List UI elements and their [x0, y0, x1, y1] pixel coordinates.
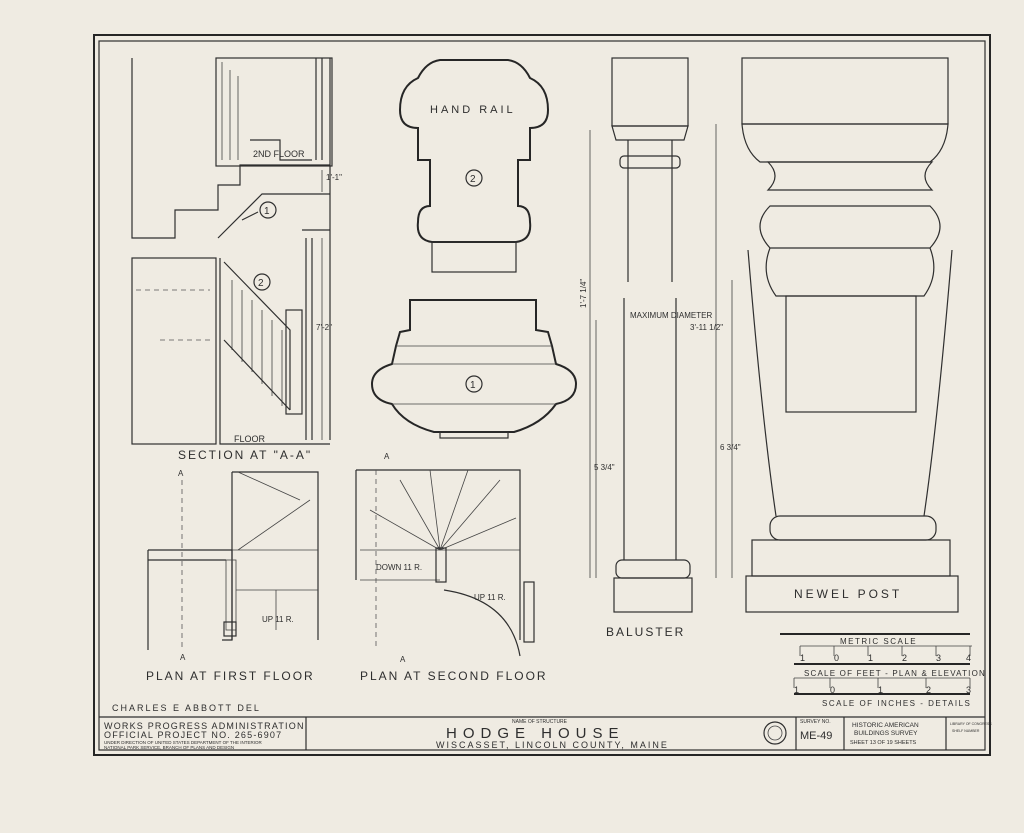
newel-post-drawing [715, 57, 959, 613]
agency-line-4: NATIONAL PARK SERVICE, BRANCH OF PLANS A… [104, 745, 234, 750]
callout-two-rail: 2 [470, 174, 476, 185]
metric-tick-1: 0 [834, 653, 839, 663]
agency-line-2: OFFICIAL PROJECT NO. 265-6907 [104, 730, 282, 740]
inches-scale-title: SCALE OF INCHES - DETAILS [822, 699, 971, 708]
second-floor-tag: 2ND FLOOR [253, 149, 305, 159]
callout-two-section: 2 [258, 278, 264, 289]
plan-first-floor [147, 471, 319, 650]
structure-name: HODGE HOUSE [446, 725, 625, 742]
dim-baluster-lower: 5 3/4" [594, 463, 615, 472]
baluster-title: BALUSTER [606, 625, 685, 639]
feet-tick-4: 3 [966, 685, 971, 695]
plan-first-title: PLAN AT FIRST FLOOR [146, 669, 315, 683]
feet-tick-0: 1 [794, 685, 799, 695]
dim-baluster-total: 1'-7 1/4" [579, 279, 588, 308]
title-block [99, 716, 985, 750]
hand-rail-base [431, 241, 517, 273]
metric-tick-0: 1 [800, 653, 805, 663]
marker-a-second-bottom: A [400, 655, 406, 664]
marker-a-second-top: A [384, 452, 390, 461]
marker-a-first-top: A [178, 469, 184, 478]
dim-newel-total: 3'-11 1/2" [690, 323, 723, 332]
dim-section-lower: 7'-2" [316, 323, 332, 332]
survey-caption: SURVEY NO. [800, 719, 831, 725]
metric-tick-3: 2 [902, 653, 907, 663]
agency-line-1: WORKS PROGRESS ADMINISTRATION [104, 721, 305, 731]
metric-tick-5: 4 [966, 653, 971, 663]
hand-rail-title: HAND RAIL [430, 104, 516, 116]
dim-newel-lower: 6 3/4" [720, 443, 741, 452]
newel-cap-profile [370, 299, 578, 433]
feet-scale-title: SCALE OF FEET - PLAN & ELEVATION [804, 669, 986, 678]
up-first: UP 11 R. [262, 615, 294, 624]
service-seal [763, 721, 787, 745]
feet-tick-2: 1 [878, 685, 883, 695]
feet-tick-1: 0 [830, 685, 835, 695]
metric-tick-2: 1 [868, 653, 873, 663]
callout-one-section: 1 [264, 206, 270, 217]
metric-scale-title: METRIC SCALE [840, 637, 917, 646]
sheet-info: SHEET 13 OF 19 SHEETS [850, 740, 917, 746]
dim-section-upper: 1'-1" [326, 173, 342, 182]
outer-border [93, 34, 991, 756]
marker-a-first-bottom: A [180, 653, 186, 662]
plan-second-floor [355, 469, 535, 657]
section-drawing [131, 57, 333, 445]
baluster-drawing [589, 57, 693, 613]
section-title: SECTION AT "A-A" [178, 448, 312, 462]
graphic-scales [780, 633, 972, 695]
floor-tag: FLOOR [234, 434, 266, 444]
delineator: CHARLES E ABBOTT DEL [112, 703, 261, 713]
agency-line-3: UNDER DIRECTION OF UNITED STATES DEPARTM… [104, 740, 263, 745]
feet-tick-3: 2 [926, 685, 931, 695]
up-second: UP 11 R. [474, 593, 506, 602]
plan-second-title: PLAN AT SECOND FLOOR [360, 669, 548, 683]
survey-number: ME-49 [800, 730, 832, 742]
structure-location: WISCASSET, LINCOLN COUNTY, MAINE [436, 740, 669, 750]
structure-caption: NAME OF STRUCTURE [512, 719, 568, 725]
habs-line-2: BUILDINGS SURVEY [854, 730, 918, 737]
loc-line-1: LIBRARY OF CONGRESS [950, 722, 992, 726]
newel-post-title: NEWEL POST [794, 587, 902, 601]
metric-tick-4: 3 [936, 653, 941, 663]
down-second: DOWN 11 R. [376, 563, 422, 572]
callout-two-circle [465, 169, 483, 187]
habs-line-1: HISTORIC AMERICAN [852, 722, 919, 729]
hand-rail-profile [398, 59, 550, 243]
inner-border [98, 40, 986, 751]
maximum-diameter: MAXIMUM DIAMETER [630, 311, 712, 320]
loc-line-2: SHELF NUMBER [952, 729, 980, 733]
callout-one-cap: 1 [470, 380, 476, 391]
